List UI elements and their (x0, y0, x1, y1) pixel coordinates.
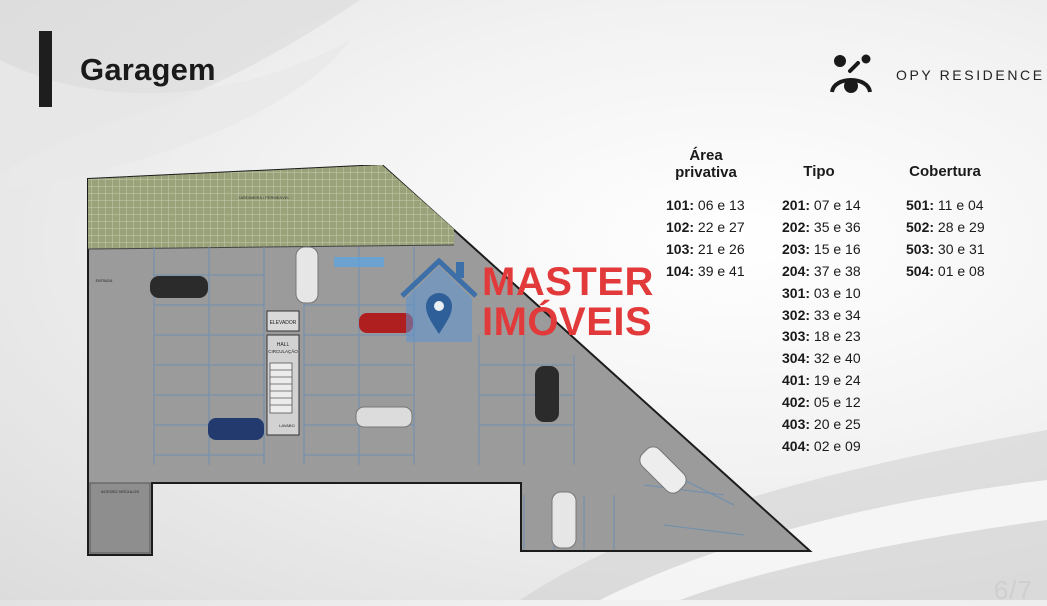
column-heading: Tipo (803, 163, 835, 180)
unit-row: 102: 22 e 27 (666, 217, 746, 239)
unit-row: 204: 37 e 38 (782, 261, 861, 283)
unit-number: 503: (906, 240, 935, 257)
unit-row: 203: 15 e 16 (782, 239, 861, 261)
parking-spots: 02 e 09 (813, 437, 861, 454)
garage-floor-plan: ELEVADOR HALL CIRCULAÇÃO LAVABO ACESSO V… (87, 165, 813, 556)
unit-number: 502: (906, 218, 935, 235)
entrance-label: ENTRADA (96, 279, 113, 283)
floor-outline (87, 165, 813, 556)
column-heading: Área privativa (666, 147, 746, 181)
unit-number: 403: (782, 416, 811, 433)
elevator-label: ELEVADOR (270, 320, 297, 326)
unit-number: 103: (666, 240, 695, 257)
unit-number: 203: (782, 240, 811, 257)
unit-number: 501: (906, 197, 935, 213)
parked-cars (150, 246, 687, 549)
unit-row: 301: 03 e 10 (782, 283, 861, 305)
parking-spots: 11 e 04 (937, 197, 984, 213)
unit-row: 104: 39 e 41 (666, 261, 746, 283)
watermark-text: MASTER IMÓVEIS (482, 262, 654, 342)
parking-spots: 39 e 41 (697, 262, 745, 279)
parking-spots: 32 e 40 (813, 350, 861, 367)
page-number: 6/7 (993, 575, 1033, 605)
page-title: Garagem (80, 52, 216, 87)
garden-area (88, 165, 454, 249)
parking-spots: 21 e 26 (697, 240, 745, 257)
parking-spots: 20 e 25 (813, 416, 861, 433)
opy-logo-icon (830, 54, 872, 93)
unit-row: 402: 05 e 12 (782, 392, 861, 414)
parking-spots: 01 e 08 (937, 262, 985, 279)
parking-spots: 05 e 12 (813, 394, 861, 411)
hall-label: HALL (277, 342, 290, 348)
garden-label: JARDINEIRA / PERMEÁVEL (238, 195, 290, 200)
unit-number: 302: (782, 306, 811, 323)
watermark-line2: IMÓVEIS (482, 300, 653, 344)
unit-number: 201: (782, 197, 811, 213)
column-heading: Cobertura (909, 163, 981, 180)
unit-row: 103: 21 e 26 (666, 239, 746, 261)
unit-row: 503: 30 e 31 (906, 239, 985, 261)
unit-number: 402: (782, 394, 811, 411)
unit-row: 401: 19 e 24 (782, 370, 861, 392)
title-accent-bar (39, 31, 52, 107)
unit-row: 101: 06 e 13 (666, 195, 746, 217)
access-label: ACESSO VEÍCULOS (101, 489, 139, 494)
unit-number: 102: (666, 218, 695, 235)
unit-row: 504: 01 e 08 (906, 261, 985, 283)
unit-row: 501: 11 e 04 (906, 195, 985, 217)
unit-row: 303: 18 e 23 (782, 326, 861, 348)
pool-strip (334, 257, 384, 267)
unit-row: 304: 32 e 40 (782, 348, 861, 370)
parking-spots: 19 e 24 (813, 372, 861, 389)
parking-spots: 35 e 36 (813, 218, 861, 235)
lavabo-label: LAVABO (279, 423, 294, 428)
unit-row: 403: 20 e 25 (782, 414, 861, 436)
heading-line2: privativa (675, 164, 737, 181)
parking-spots: 33 e 34 (813, 306, 861, 323)
parking-spots: 06 e 13 (697, 197, 745, 213)
parking-spots: 22 e 27 (697, 218, 745, 235)
unit-row: 302: 33 e 34 (782, 305, 861, 327)
parking-spots: 07 e 14 (813, 197, 861, 213)
unit-number: 404: (782, 437, 811, 454)
unit-number: 204: (782, 262, 811, 279)
parking-spots: 30 e 31 (937, 240, 985, 257)
unit-row: 404: 02 e 09 (782, 436, 861, 458)
brand-name: OPY RESIDENCE (896, 67, 1045, 83)
access-ramp (89, 482, 151, 554)
parking-spots: 28 e 29 (937, 218, 985, 235)
unit-row: 202: 35 e 36 (782, 217, 861, 239)
parking-spots: 18 e 23 (813, 328, 861, 345)
heading-line1: Área (689, 147, 723, 164)
circulation-label: CIRCULAÇÃO (268, 348, 298, 354)
elevator (266, 310, 300, 332)
watermark-line1: MASTER (482, 260, 654, 304)
unit-number: 301: (782, 284, 811, 301)
parking-spots: 03 e 10 (813, 284, 861, 301)
unit-number: 104: (666, 262, 695, 279)
brand: OPY RESIDENCE (828, 52, 1045, 98)
unit-number: 303: (782, 328, 811, 345)
parking-spots: 15 e 16 (813, 240, 861, 257)
stairs (269, 362, 293, 414)
unit-number: 401: (782, 372, 811, 389)
parking-spots: 37 e 38 (813, 262, 861, 279)
unit-number: 504: (906, 262, 935, 279)
unit-row: 201: 07 e 14 (782, 195, 861, 217)
unit-number: 101: (666, 197, 695, 213)
unit-number: 304: (782, 350, 811, 367)
house-pin-icon (400, 258, 478, 342)
unit-number: 202: (782, 218, 811, 235)
unit-row: 502: 28 e 29 (906, 217, 985, 239)
